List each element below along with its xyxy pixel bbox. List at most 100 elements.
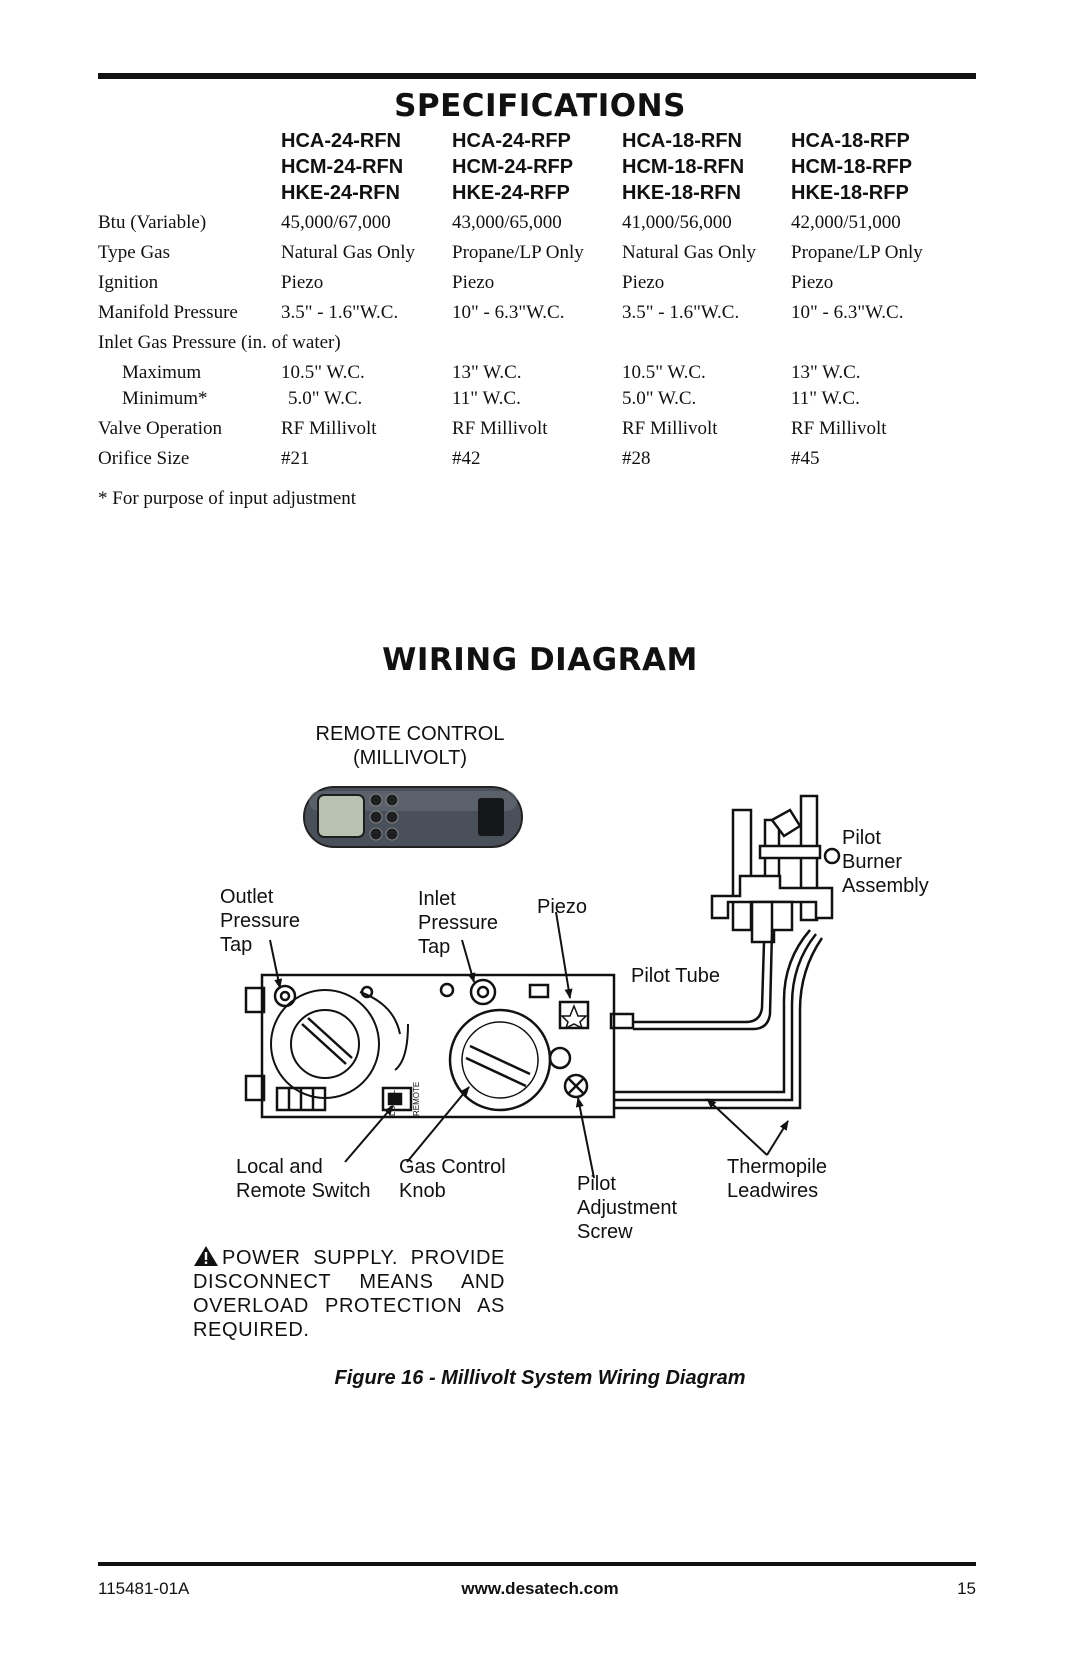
pilot-screw-arrow: [575, 1097, 595, 1179]
website-link[interactable]: www.desatech.com: [461, 1579, 619, 1598]
document-number: 115481-01A: [98, 1579, 190, 1598]
knob-arrow: [406, 1086, 470, 1163]
spec-value: RF Millivolt: [452, 418, 548, 439]
remote-control-label: REMOTE CONTROL (MILLIVOLT): [300, 722, 520, 770]
model-name: HCA-18-RFN: [622, 130, 742, 152]
spec-value: 41,000/56,000: [622, 212, 732, 233]
power-supply-warning: POWER SUPPLY. PROVIDE DISCONNECT MEANS A…: [193, 1245, 505, 1342]
wiring-diagram-title: WIRING DIAGRAM: [382, 642, 698, 678]
warning-icon: [194, 1246, 218, 1266]
row-label: Inlet Gas Pressure (in. of water): [98, 332, 341, 353]
gas-control-knob-label: Gas Control Knob: [399, 1155, 506, 1203]
spec-value: #21: [281, 448, 310, 469]
spec-value: 13" W.C.: [452, 362, 522, 383]
bottom-rule: [98, 1562, 976, 1566]
model-name: HKE-18-RFP: [791, 182, 909, 204]
model-name: HCM-24-RFP: [452, 156, 574, 178]
spec-value: 42,000/51,000: [791, 212, 901, 233]
spec-value: 11" W.C.: [452, 388, 521, 409]
label-line: Burner: [842, 851, 903, 873]
label-line: Leadwires: [727, 1180, 819, 1202]
model-name: HCA-24-RFP: [452, 130, 571, 152]
thermopile-arrow-left: [706, 1098, 768, 1156]
label-line: Gas Control: [399, 1156, 506, 1178]
row-label: Orifice Size: [98, 448, 190, 469]
row-label: Valve Operation: [98, 418, 222, 439]
row-label: Type Gas: [98, 242, 171, 263]
label-line: Tap: [418, 936, 451, 958]
spec-footnote: * For purpose of input adjustment: [98, 488, 357, 509]
spec-value: 45,000/67,000: [281, 212, 391, 233]
piezo-arrow: [555, 911, 573, 999]
outlet-pressure-tap-label: Outlet Pressure Tap: [220, 885, 300, 957]
thermopile-arrow-right: [766, 1120, 789, 1156]
spec-value: Natural Gas Only: [622, 242, 757, 263]
model-name: HCA-18-RFP: [791, 130, 910, 152]
page-number: 15: [957, 1579, 976, 1598]
model-column-2: HCA-24-RFP HCM-24-RFP HKE-24-RFP: [452, 128, 573, 206]
piezo-label: Piezo: [537, 896, 588, 918]
model-name: HCM-18-RFP: [791, 156, 913, 178]
row-label: Manifold Pressure: [98, 302, 238, 323]
specifications-title: SPECIFICATIONS: [394, 88, 686, 124]
model-column-1: HCA-24-RFN HCM-24-RFN HKE-24-RFN: [281, 128, 403, 206]
row-label: Btu (Variable): [98, 212, 207, 233]
spec-value: #45: [791, 448, 820, 469]
spec-value: 10.5" W.C.: [622, 362, 706, 383]
model-name: HCM-24-RFN: [281, 156, 404, 178]
spec-value: Propane/LP Only: [452, 242, 584, 263]
model-name: HKE-18-RFN: [622, 182, 741, 204]
spec-value: 10" - 6.3"W.C.: [791, 302, 904, 323]
model-name: HCA-24-RFN: [281, 130, 401, 152]
spec-value: 43,000/65,000: [452, 212, 562, 233]
spec-value: Natural Gas Only: [281, 242, 416, 263]
spec-value: 3.5" - 1.6"W.C.: [281, 302, 399, 323]
label-line: Remote Switch: [236, 1180, 371, 1202]
row-label: Ignition: [98, 272, 159, 293]
label-line: Screw: [577, 1221, 633, 1243]
label-line: Thermopile: [727, 1156, 828, 1178]
pilot-burner-assembly: [710, 794, 841, 944]
spec-value: 10.5" W.C.: [281, 362, 365, 383]
model-name: HKE-24-RFN: [281, 182, 400, 204]
row-label: Maximum: [122, 362, 202, 383]
spec-value: 3.5" - 1.6"W.C.: [622, 302, 740, 323]
label-line: (MILLIVOLT): [352, 747, 468, 769]
spec-value: #42: [452, 448, 481, 469]
inlet-pressure-tap-label: Inlet Pressure Tap: [418, 887, 498, 959]
remote-control-image: [303, 786, 523, 848]
spec-value: RF Millivolt: [281, 418, 377, 439]
label-line: Knob: [399, 1180, 446, 1202]
spec-value: 13" W.C.: [791, 362, 861, 383]
spec-value: 5.0" W.C.: [622, 388, 697, 409]
spec-value: 10" - 6.3"W.C.: [452, 302, 565, 323]
switch-local-text: LOCAL: [388, 1089, 397, 1116]
pilot-adjustment-screw-label: Pilot Adjustment Screw: [577, 1172, 677, 1244]
model-column-3: HCA-18-RFN HCM-18-RFN HKE-18-RFN: [622, 128, 744, 206]
model-name: HKE-24-RFP: [452, 182, 570, 204]
switch-remote-text: REMOTE: [412, 1082, 421, 1116]
warning-text: POWER SUPPLY. PROVIDE DISCONNECT MEANS A…: [193, 1247, 505, 1341]
spec-value: Piezo: [452, 272, 495, 293]
label-line: Tap: [220, 934, 253, 956]
top-rule: [98, 73, 976, 79]
label-line: Inlet: [418, 888, 456, 910]
thermopile-leadwires: [614, 929, 824, 1110]
label-line: REMOTE CONTROL: [315, 723, 505, 745]
callout-arrows: [269, 911, 789, 1179]
gas-valve: [244, 973, 635, 1119]
label-line: Outlet: [220, 886, 274, 908]
inlet-arrow: [461, 939, 476, 983]
thermopile-leadwires-label: Thermopile Leadwires: [727, 1155, 827, 1203]
spec-value: RF Millivolt: [791, 418, 887, 439]
spec-value: RF Millivolt: [622, 418, 718, 439]
label-line: Local and: [236, 1156, 323, 1178]
spec-value: Piezo: [281, 272, 324, 293]
label-line: Adjustment: [577, 1197, 678, 1219]
spec-value: Propane/LP Only: [791, 242, 923, 263]
pilot-tube-label: Pilot Tube: [631, 965, 720, 987]
label-line: Pressure: [220, 910, 301, 932]
spec-value: #28: [622, 448, 651, 469]
model-column-4: HCA-18-RFP HCM-18-RFP HKE-18-RFP: [791, 128, 912, 206]
